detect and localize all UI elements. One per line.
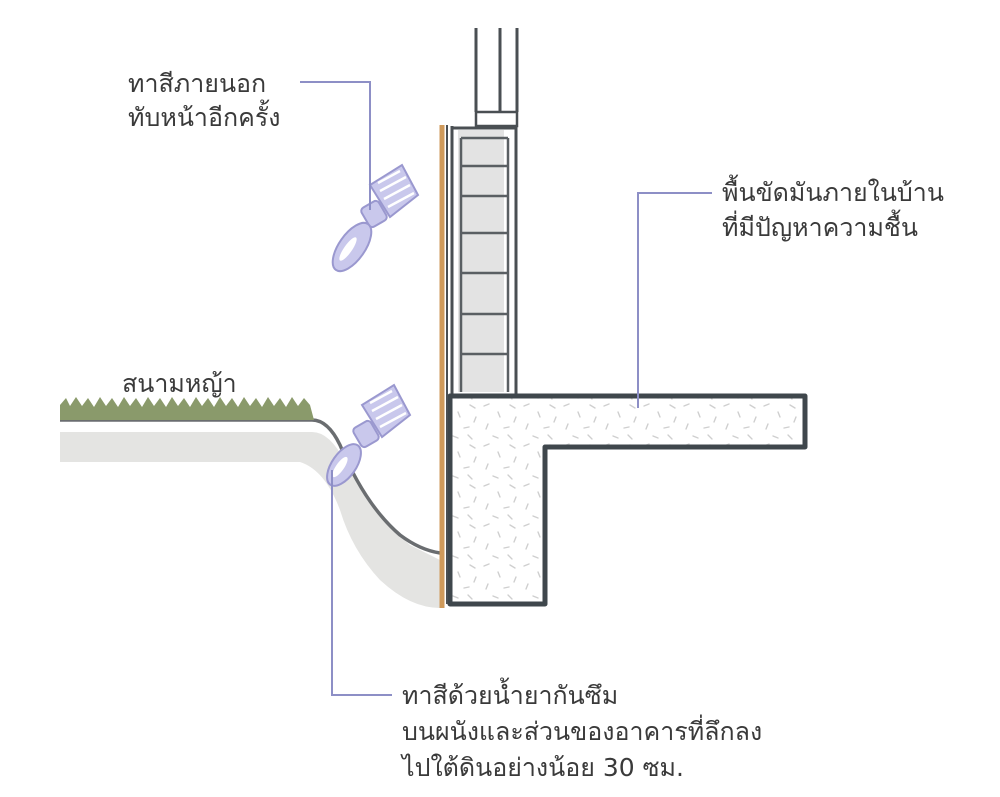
wall-shadow	[458, 130, 504, 392]
label-waterproofing-line-2: บนผนังและส่วนของอาคารที่ลึกลง	[402, 714, 762, 746]
leader-exterior-paint	[300, 81, 371, 210]
foundation-slab	[447, 393, 808, 607]
wall-outline	[450, 126, 518, 395]
label-waterproofing-line-3: ไปใต้ดินอย่างน้อย 30 ซม.	[400, 753, 684, 782]
label-interior-floor-line-2: ที่มีปัญหาความชื้น	[722, 209, 918, 242]
window-sill	[474, 110, 519, 128]
label-exterior-paint: ทาสีภายนอก ทับหน้าอีกครั้ง	[128, 69, 280, 132]
ground-line	[60, 418, 441, 555]
paint-brush-icon	[326, 383, 412, 487]
label-waterproofing: ทาสีด้วยน้ำยากันซึม บนผนังและส่วนของอาคา…	[400, 677, 770, 782]
leader-interior-floor	[637, 192, 712, 408]
label-interior-floor-line-1: พื้นขัดมันภายในบ้าน	[722, 174, 944, 207]
window-frame	[474, 28, 519, 112]
label-waterproofing-line-1: ทาสีด้วยน้ำยากันซึม	[402, 677, 618, 710]
label-exterior-paint-line-2: ทับหน้าอีกครั้ง	[128, 99, 280, 132]
paint-brush-icon	[331, 163, 420, 273]
brick-courses	[459, 136, 510, 392]
label-interior-floor: พื้นขัดมันภายในบ้าน ที่มีปัญหาความชื้น	[722, 174, 952, 242]
leader-waterproofing	[331, 470, 392, 696]
grass	[60, 397, 314, 420]
label-exterior-paint-line-1: ทาสีภายนอก	[128, 69, 266, 98]
label-lawn: สนามหญ้า	[122, 369, 237, 398]
